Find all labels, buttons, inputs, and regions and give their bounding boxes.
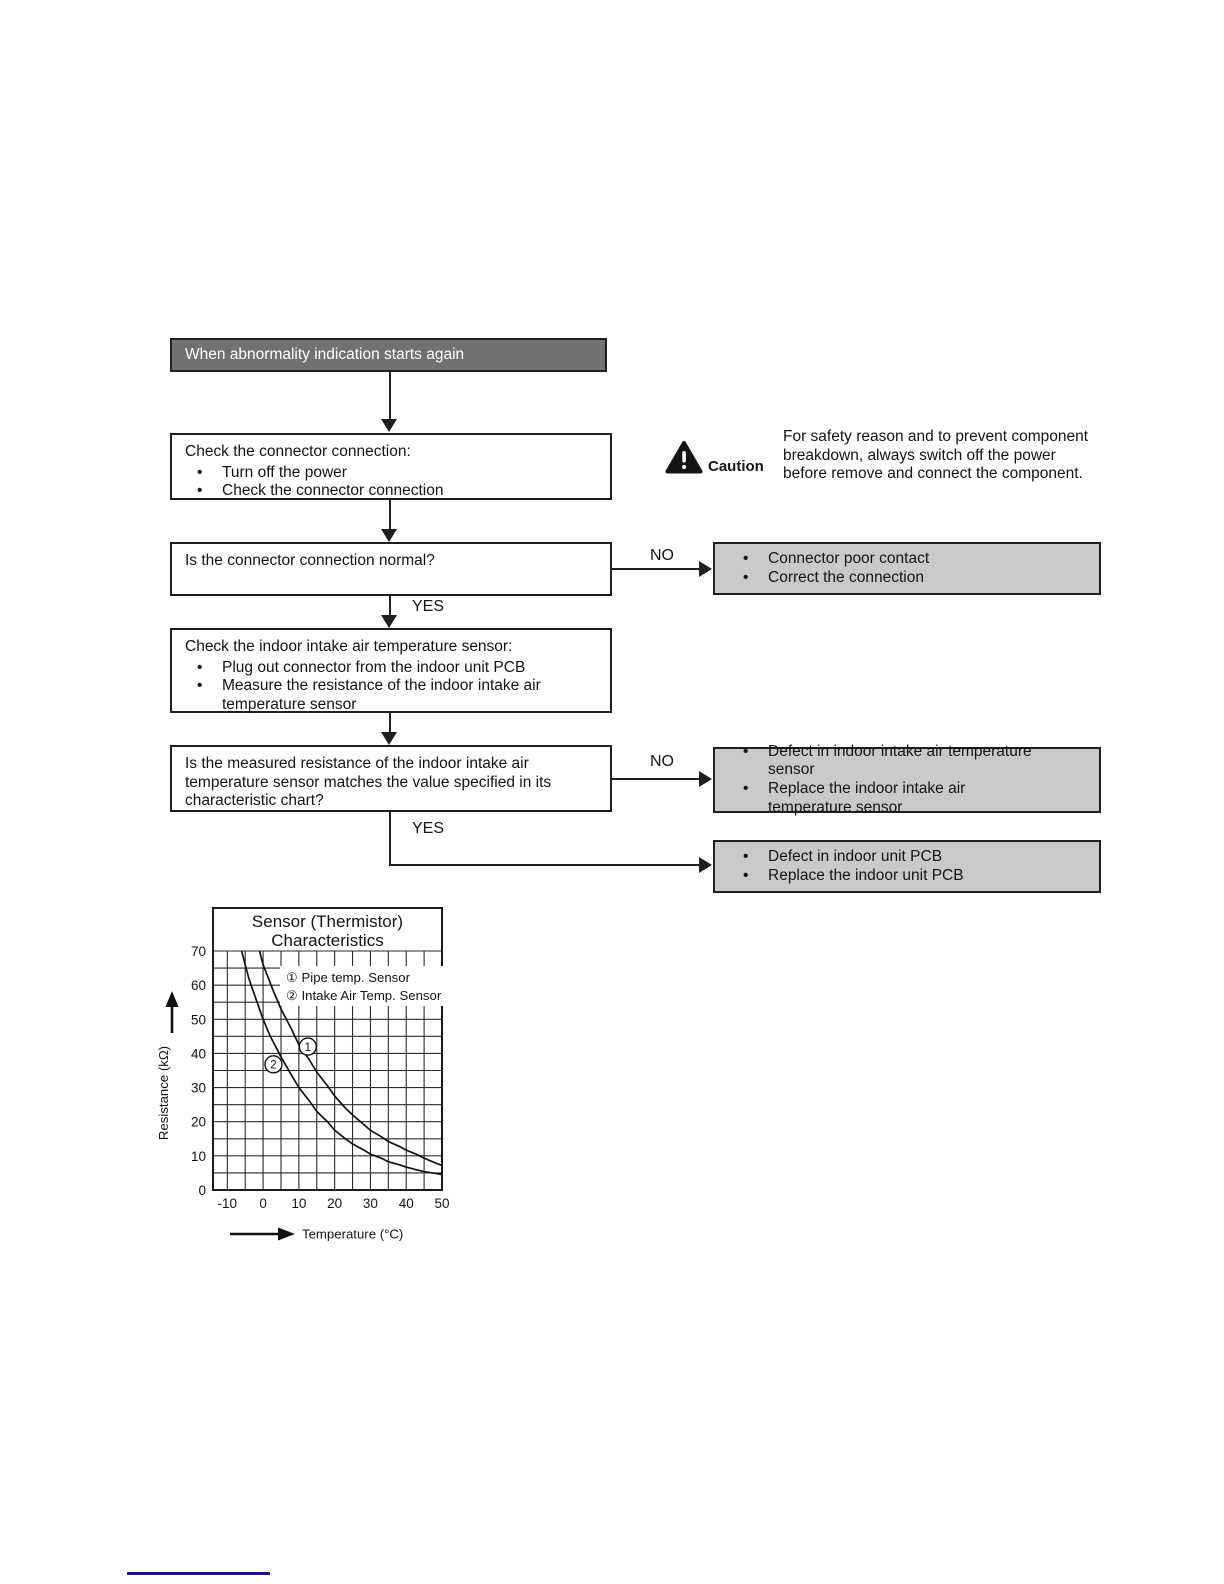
x-tick-label: 0: [259, 1196, 267, 1211]
flow-connector-line: [612, 778, 700, 780]
curve-intake-air-temp-sensor: [240, 950, 443, 1176]
y-tick-label: 10: [191, 1149, 206, 1164]
y-axis-arrowhead-icon: [165, 991, 179, 1007]
flow-connector-line: [389, 713, 391, 733]
flow-connector-line: [389, 372, 391, 420]
bullet-list: •Defect in indoor intake air temperature…: [715, 741, 1099, 819]
y-tick-label: 0: [198, 1183, 206, 1198]
question-text: Is the connector connection normal?: [185, 552, 435, 569]
arrow-down-icon: [381, 419, 397, 432]
bullet-item: •Defect in indoor unit PCB: [743, 847, 943, 865]
question-text: Is the measured resistance of the indoor…: [185, 755, 552, 810]
flow-box-result-pcb: •Defect in indoor unit PCB•Replace the i…: [713, 840, 1101, 893]
flow-start-box: When abnormality indication starts again: [170, 338, 607, 372]
caution-icon: [665, 441, 703, 474]
legend-entry: ② Intake Air Temp. Sensor: [286, 988, 442, 1003]
yes-label: YES: [412, 598, 445, 615]
no-label: NO: [650, 547, 674, 564]
bullet-item: •Check the connector connection: [197, 482, 444, 500]
flow-box-result-connector: •Connector poor contact•Correct the conn…: [713, 542, 1101, 595]
curve-label-circle: [298, 1037, 318, 1056]
arrow-right-icon: [699, 857, 712, 873]
flow-connector-line: [389, 500, 391, 531]
y-tick-label: 50: [191, 1012, 206, 1027]
bullet-item: •Defect in indoor intake air temperature…: [743, 742, 1032, 779]
bullet-list: •Connector poor contact•Correct the conn…: [715, 548, 1099, 589]
arrow-down-icon: [381, 732, 397, 745]
x-tick-label: 50: [434, 1196, 449, 1211]
caution-text: For safety reason and to prevent compone…: [783, 428, 1089, 483]
x-axis-label: Temperature (°C): [302, 1227, 403, 1242]
bullet-list: •Turn off the power•Check the connector …: [185, 464, 600, 501]
curve-label-number: 2: [270, 1060, 276, 1072]
x-axis-arrowhead-icon: [278, 1227, 295, 1241]
y-tick-label: 70: [191, 944, 206, 959]
y-axis-label: Resistance (kΩ): [156, 1046, 171, 1140]
flow-connector-line: [389, 812, 391, 866]
bullet-list: •Plug out connector from the indoor unit…: [185, 659, 600, 715]
bullet-item: •Measure the resistance of the indoor in…: [197, 677, 541, 713]
curve-pipe-temp-sensor: [258, 950, 443, 1167]
y-tick-label: 30: [191, 1081, 206, 1096]
box-title: Check the connector connection:: [185, 443, 411, 460]
x-tick-label: 20: [327, 1196, 342, 1211]
curve-label-number: 1: [305, 1042, 311, 1054]
flow-connector-line: [612, 568, 700, 570]
flow-connector-line: [389, 864, 700, 866]
arrow-right-icon: [699, 561, 712, 577]
x-tick-label: 40: [399, 1196, 414, 1211]
flow-box-check-connector: Check the connector connection: •Turn of…: [170, 433, 612, 500]
bullet-item: •Plug out connector from the indoor unit…: [197, 658, 526, 676]
flow-start-label: When abnormality indication starts again: [185, 345, 465, 363]
bullet-list: •Defect in indoor unit PCB•Replace the i…: [715, 846, 1099, 887]
flow-box-check-sensor: Check the indoor intake air temperature …: [170, 628, 612, 713]
chart-title: Characteristics: [271, 931, 383, 950]
y-tick-label: 40: [191, 1046, 206, 1061]
x-tick-label: 10: [291, 1196, 306, 1211]
x-tick-label: -10: [218, 1196, 238, 1211]
y-tick-label: 60: [191, 978, 206, 993]
arrow-right-icon: [699, 771, 712, 787]
bullet-item: •Replace the indoor intake air temperatu…: [743, 780, 966, 816]
flow-box-question-connector: Is the connector connection normal?: [170, 542, 612, 596]
flow-connector-line: [389, 596, 391, 616]
yes-label: YES: [412, 820, 445, 837]
curve-label-circle: [264, 1055, 283, 1074]
bullet-item: •Replace the indoor unit PCB: [743, 866, 964, 884]
box-title: Check the indoor intake air temperature …: [185, 638, 513, 655]
y-tick-label: 20: [191, 1115, 206, 1130]
caution-block: Caution: [664, 440, 764, 475]
flow-box-result-sensor: •Defect in indoor intake air temperature…: [713, 743, 1101, 816]
x-tick-label: 30: [363, 1196, 378, 1211]
footer-link-line: [127, 1572, 270, 1575]
bullet-item: •Connector poor contact: [743, 549, 930, 567]
bullet-item: •Turn off the power: [197, 463, 347, 481]
chart-title: Sensor (Thermistor): [252, 912, 403, 931]
bullet-item: •Correct the connection: [743, 568, 924, 586]
arrow-down-icon: [381, 615, 397, 628]
flow-box-question-resistance: Is the measured resistance of the indoor…: [170, 745, 612, 812]
chart-frame: [212, 907, 443, 1191]
arrow-down-icon: [381, 529, 397, 542]
caution-label: Caution: [708, 458, 764, 475]
legend-entry: ① Pipe temp. Sensor: [286, 970, 411, 985]
legend-background: [280, 966, 444, 1006]
no-label: NO: [650, 753, 674, 770]
